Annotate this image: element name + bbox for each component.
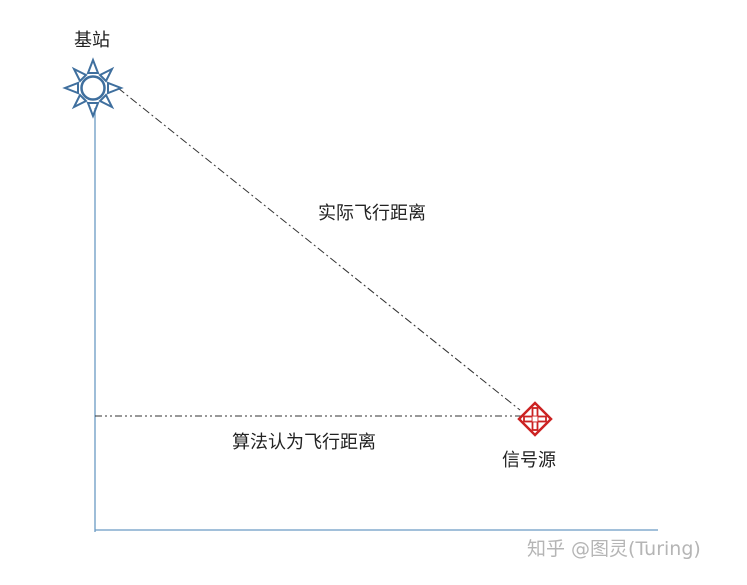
diamond-cross-icon xyxy=(517,401,553,437)
sun-star-icon xyxy=(62,57,124,119)
watermark: 知乎 @图灵(Turing) xyxy=(527,538,701,560)
algorithm-distance-label: 算法认为飞行距离 xyxy=(232,432,376,453)
actual-distance-label: 实际飞行距离 xyxy=(318,203,426,224)
signal-source-label: 信号源 xyxy=(502,450,556,471)
actual-distance-line xyxy=(117,87,521,411)
base-station-label: 基站 xyxy=(74,30,110,51)
